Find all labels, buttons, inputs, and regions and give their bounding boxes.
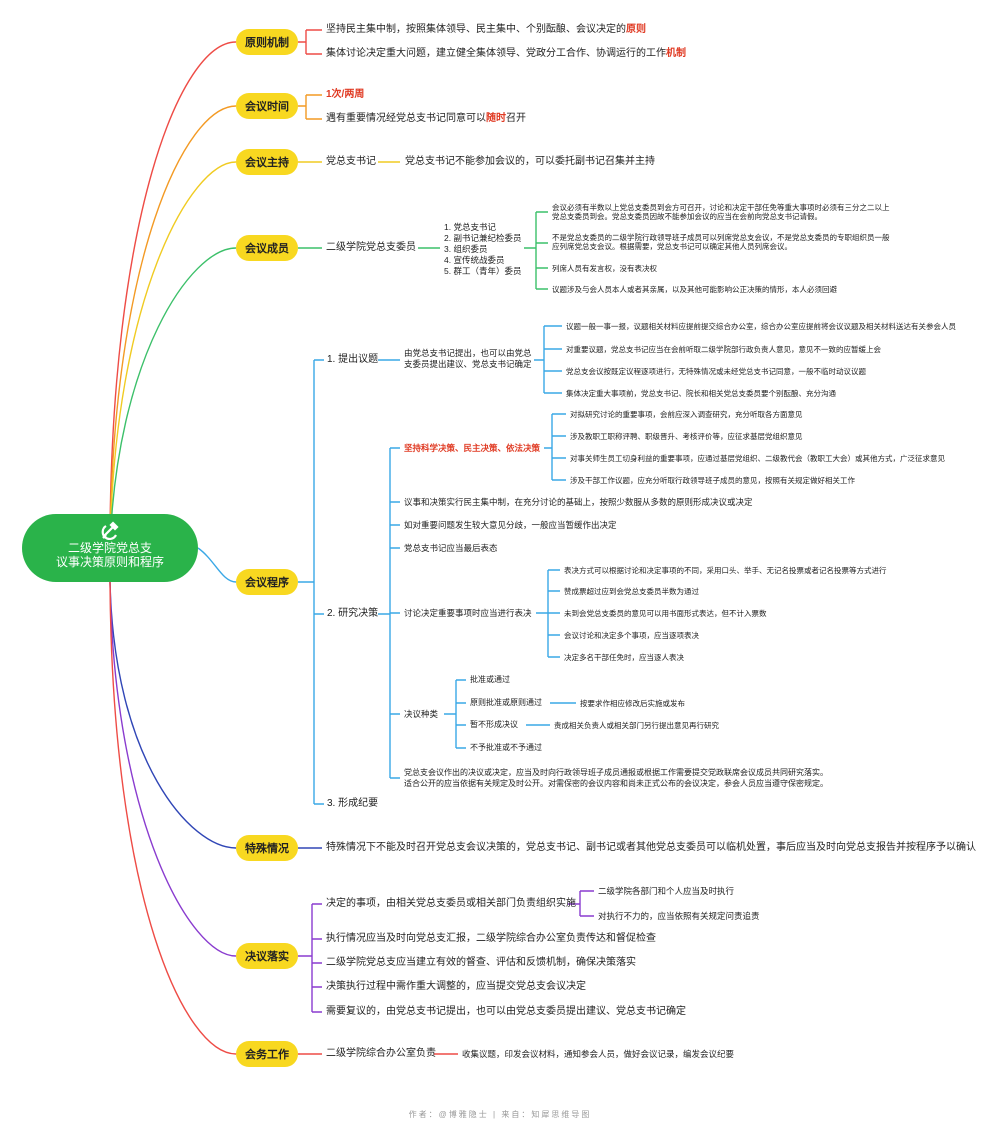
category-meeting-host[interactable]: 会议主持 <box>236 149 298 175</box>
vote-item-4: 会议讨论和决定多个事项，应当逐项表决 <box>564 631 699 640</box>
members-rule-1: 会议必须有半数以上党总支委员到会方可召开，讨论和决定干部任免等重大事项时必须有三… <box>552 203 890 222</box>
category-meeting-members[interactable]: 会议成员 <box>236 235 298 261</box>
scientific-item-2: 涉及教职工职称评聘、职级晋升、考核评价等，应征求基层党组织意见 <box>570 432 803 441</box>
procedure-step-3: 3. 形成纪要 <box>327 798 379 809</box>
implementation-sub-1: 二级学院各部门和个人应当及时执行 <box>598 886 735 896</box>
member-role-3: 3. 组织委员 <box>444 244 488 254</box>
vote-item-3: 未到会党总支委员的意见可以用书面形式表达，但不计入票数 <box>564 609 767 618</box>
vote-item-2: 赞成票超过应到会党总支委员半数为通过 <box>564 587 699 596</box>
step2-line-1: 议事和决策实行民主集中制，在充分讨论的基础上，按照少数服从多数的原则形成决议或决… <box>404 497 753 507</box>
edge-root-members <box>109 247 237 549</box>
members-roles: 1. 党总支书记 2. 副书记兼纪检委员 3. 组织委员 4. 宣传统战委员 5… <box>444 222 521 277</box>
members-rule-2: 不是党总支委员的二级学院行政领导班子成员可以列席党总支会议，不是党总支委员的专职… <box>552 233 890 252</box>
step1-item-1: 议题一般一事一报，议题相关材料应提前提交综合办公室，综合办公室应提前将会议议题及… <box>566 322 956 331</box>
host-main: 党总支书记 <box>326 156 376 167</box>
edge-root-special <box>109 581 237 849</box>
category-meeting-procedure[interactable]: 会议程序 <box>236 569 298 595</box>
resolution-type-2: 原则批准或原则通过 <box>470 698 542 707</box>
member-role-5: 5. 群工（青年）委员 <box>444 266 522 276</box>
implementation-line-2: 二级学院党总支应当建立有效的督查、评估和反馈机制，确保决策落实 <box>326 957 636 968</box>
party-emblem-icon <box>101 521 119 540</box>
vote-item-1: 表决方式可以根据讨论和决定事项的不同，采用口头、举手、无记名投票或者记名投票等方… <box>564 566 887 575</box>
members-rule-3: 列席人员有发言权，没有表决权 <box>552 264 657 273</box>
principle-line-1: 坚持民主集中制，按照集体领导、民主集中、个别酝酿、会议决定的原则 <box>326 24 646 35</box>
member-role-4: 4. 宣传统战委员 <box>444 255 505 265</box>
step1-item-2: 对重要议题，党总支书记应当在会前听取二级学院部行政负责人意见，意见不一致的应暂缓… <box>566 345 881 354</box>
special-text: 特殊情况下不能及时召开党总支会议决策的，党总支书记、副书记或者其他党总支委员可以… <box>326 842 976 853</box>
category-implementation[interactable]: 决议落实 <box>236 943 298 969</box>
affairs-detail: 收集议题，印发会议材料，通知参会人员，做好会议记录，编发会议纪要 <box>462 1049 735 1059</box>
scientific-item-4: 涉及干部工作议题，应充分听取行政领导班子成员的意见，按照有关规定做好相关工作 <box>570 476 855 485</box>
edge-root-affairs <box>109 581 237 1055</box>
root-node: 二级学院党总支 议事决策原则和程序 <box>22 514 198 582</box>
members-main: 二级学院党总支委员 <box>326 242 416 253</box>
vote-item-5: 决定多名干部任免时，应当逐人表决 <box>564 653 684 662</box>
step2-final-line-1: 党总支会议作出的决议或决定，应当及时向行政领导班子成员通报或根据工作需要提交党政… <box>404 768 828 777</box>
time-line-2: 遇有重要情况经党总支书记同意可以随时召开 <box>326 113 526 124</box>
implementation-line-4: 需要复议的，由党总支书记提出，也可以由党总支委员提出建议、党总支书记确定 <box>326 1006 686 1017</box>
principle-line-2: 集体讨论决定重大问题，建立健全集体领导、党政分工合作、协调运行的工作机制 <box>326 48 686 59</box>
vote-label: 讨论决定重要事项时应当进行表决 <box>404 608 532 618</box>
implementation-first: 决定的事项，由相关党总支委员或相关部门负责组织实施 <box>326 898 576 909</box>
edge-root-implementation <box>109 581 237 957</box>
edge-root-host <box>109 161 237 549</box>
root-title-line-1: 二级学院党总支 <box>67 541 152 555</box>
category-principle[interactable]: 原则机制 <box>236 29 298 55</box>
category-special-cases[interactable]: 特殊情况 <box>236 835 298 861</box>
implementation-line-1: 执行情况应当及时向党总支汇报，二级学院综合办公室负责传达和督促检查 <box>326 933 656 944</box>
scientific-decision: 坚持科学决策、民主决策、依法决策 <box>404 443 541 453</box>
step1-item-4: 集体决定重大事项前，党总支书记、院长和相关党总支委员要个别酝酿、充分沟通 <box>566 389 836 398</box>
step2-final: 党总支会议作出的决议或决定，应当及时向行政领导班子成员通报或根据工作需要提交党政… <box>404 767 828 789</box>
scientific-item-1: 对拟研究讨论的重要事项，会前应深入调查研究，充分听取各方面意见 <box>570 410 803 419</box>
scientific-item-3: 对事关师生员工切身利益的重要事项，应通过基层党组织、二级教代会（教职工大会）或其… <box>570 454 945 463</box>
implementation-line-3: 决策执行过程中需作重大调整的，应当提交党总支会议决定 <box>326 981 586 992</box>
time-line-1: 1次/两周 <box>326 89 365 100</box>
resolution-type-4: 不予批准或不予通过 <box>470 743 542 752</box>
footer-credit: 作者：@博雅隐士 | 来自：知犀思维导图 <box>408 1110 592 1119</box>
root-title-line-2: 议事决策原则和程序 <box>55 555 164 569</box>
category-meeting-time[interactable]: 会议时间 <box>236 93 298 119</box>
step2-line-2: 如对重要问题发生较大意见分歧，一般应当暂缓作出决定 <box>404 520 617 530</box>
host-detail: 党总支书记不能参加会议的，可以委托副书记召集并主持 <box>405 156 655 167</box>
members-rule-4: 议题涉及与会人员本人或者其亲属，以及其他可能影响公正决策的情形，本人必须回避 <box>552 285 837 294</box>
edge-root-time <box>109 105 237 549</box>
step1-item-3: 党总支会议按既定议程逐项进行，无特殊情况或未经党总支书记同意，一般不临时动议议题 <box>566 367 866 376</box>
resolution-label: 决议种类 <box>404 709 439 719</box>
resolution-type-2-detail: 按要求作相应修改后实施或发布 <box>580 699 685 708</box>
procedure-step-1: 1. 提出议题 <box>327 354 379 365</box>
edge-root-procedure <box>197 547 237 583</box>
resolution-type-3: 暂不形成决议 <box>470 720 518 729</box>
procedure-step-1-desc: 由党总支书记提出，也可以由党总支委员提出建议、党总支书记确定 <box>404 348 532 369</box>
category-affairs[interactable]: 会务工作 <box>236 1041 298 1067</box>
edge-root-principle <box>109 41 237 549</box>
affairs-main: 二级学院综合办公室负责 <box>326 1048 436 1059</box>
member-role-1: 1. 党总支书记 <box>444 222 496 232</box>
resolution-type-3-detail: 责成相关负责人或相关部门另行提出意见再行研究 <box>554 721 719 730</box>
member-role-2: 2. 副书记兼纪检委员 <box>444 233 522 243</box>
resolution-type-1: 批准或通过 <box>470 675 510 684</box>
implementation-sub-2: 对执行不力的，应当依照有关规定问责追责 <box>598 911 760 921</box>
step2-final-line-2: 适合公开的应当依据有关规定及时公开。对需保密的会议内容和尚未正式公布的会议决定，… <box>404 779 828 788</box>
procedure-step-2: 2. 研究决策 <box>327 608 379 619</box>
step2-line-3: 党总支书记应当最后表态 <box>404 543 498 553</box>
